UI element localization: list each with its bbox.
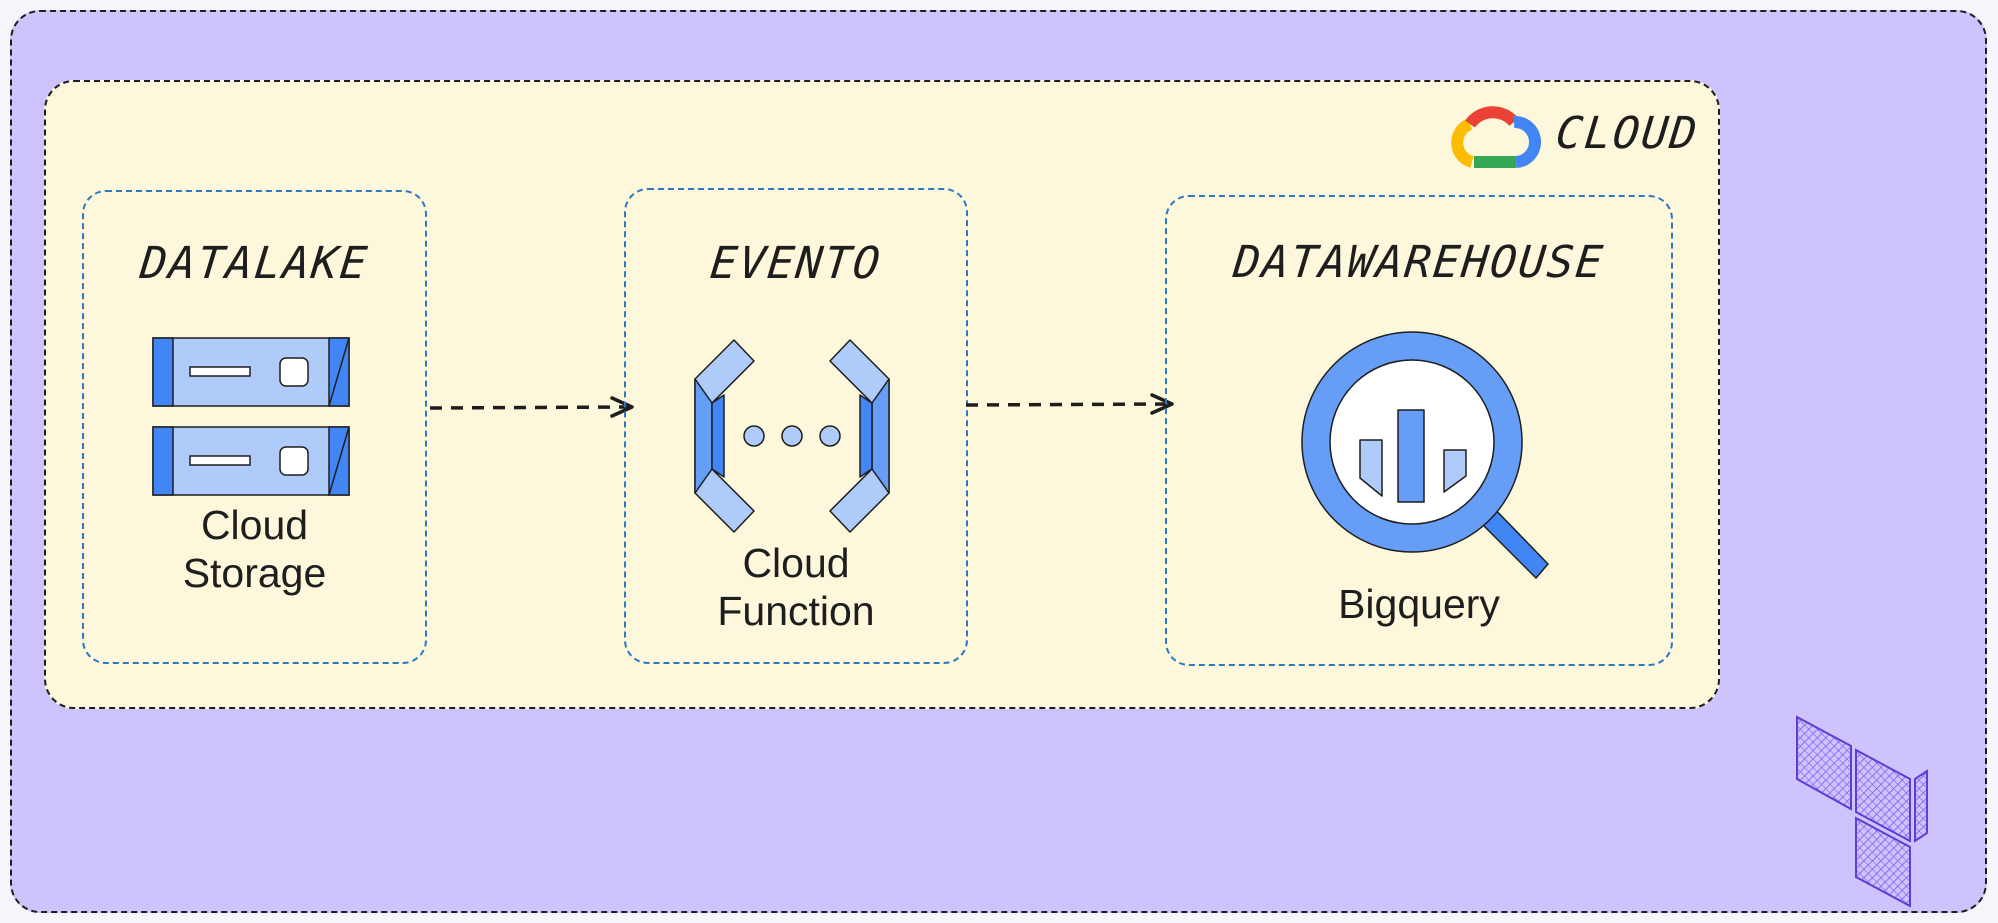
cloud-storage-label-line1: Cloud — [200, 502, 309, 548]
google-cloud-icon — [1451, 106, 1541, 168]
cloud-function-label-line1: Cloud — [742, 540, 850, 586]
terraform-icon — [1796, 715, 1928, 908]
datalake-title: DATALAKE — [137, 238, 372, 289]
cloud-storage-label-line2: Storage — [182, 550, 327, 596]
cloud-functions-icon — [694, 339, 890, 533]
arrow-function-to-bigquery — [965, 393, 1174, 415]
bigquery-label: Bigquery — [1338, 581, 1500, 627]
datalake-group: DATALAKE Cloud Storage — [82, 190, 427, 664]
datawarehouse-group: DATAWAREHOUSE Bigquery — [1165, 195, 1673, 666]
evento-group: EVENTO Cloud Function — [624, 188, 968, 664]
cloud-function-label-line2: Function — [717, 588, 875, 634]
cloud-title: CLOUD — [1553, 108, 1702, 159]
cloud-storage-icon — [152, 337, 350, 496]
bigquery-icon — [1301, 331, 1549, 579]
datawarehouse-title: DATAWAREHOUSE — [1231, 237, 1607, 288]
arrow-storage-to-function — [429, 396, 634, 418]
evento-title: EVENTO — [707, 238, 885, 289]
